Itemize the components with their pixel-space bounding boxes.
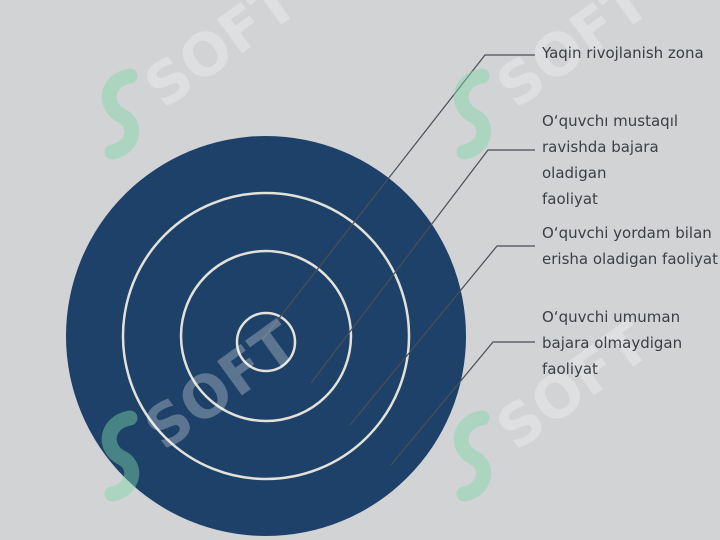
leader-line-cannot [390,341,535,466]
sofmath-logo-icon [101,410,140,502]
ring-outer [121,191,411,481]
sofmath-logo-icon [101,68,140,160]
ring-inner [235,311,297,373]
label-assisted-activity: O‘quvchi yordam bilan erisha oladigan fa… [542,224,718,268]
leader-line-with-help [349,245,535,426]
sofmath-logo-icon [453,410,492,502]
leader-line-independent [310,149,535,384]
sofmath-logo-icon [453,68,492,160]
label-proximal-zone: Yaqin rivojlanish zona [542,44,704,62]
outer-disc [66,136,466,536]
watermark-top-left: SOFT [101,0,310,160]
ring-middle [179,249,353,423]
label-independent-activity: O‘quvchı mustaqıl ravishda bajara oladig… [542,112,679,208]
svg-text:SOFT: SOFT [132,0,310,121]
leader-line-zone [261,54,535,341]
label-impossible-activity: O‘quvchi umuman bajara olmaydigan faoliy… [542,308,683,378]
